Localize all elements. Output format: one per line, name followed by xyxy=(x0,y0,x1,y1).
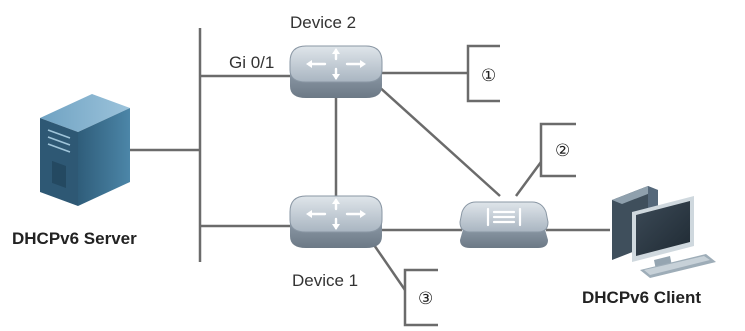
segment-1-bracket xyxy=(466,44,500,103)
segment-1-marker: ① xyxy=(481,66,496,86)
switch-to-segment2-link xyxy=(514,161,543,197)
segment-3-marker: ③ xyxy=(418,289,433,309)
segment-2-bracket xyxy=(539,122,576,178)
device1-label: Device 1 xyxy=(292,271,358,290)
device1-to-segment3-link xyxy=(370,241,407,291)
server-label: DHCPv6 Server xyxy=(12,229,137,248)
client-label: DHCPv6 Client xyxy=(582,288,701,307)
desktop-pc-icon xyxy=(612,186,716,278)
connection-lines xyxy=(130,28,610,291)
router-icon xyxy=(289,195,383,248)
segment-brackets xyxy=(403,44,576,327)
switch-icon xyxy=(459,201,549,248)
device2-to-switch-link xyxy=(375,83,501,197)
port-label: Gi 0/1 xyxy=(229,53,274,72)
server-tower-icon xyxy=(40,94,130,206)
device2-label: Device 2 xyxy=(290,13,356,32)
router-icon xyxy=(289,45,383,98)
segment-2-marker: ② xyxy=(555,141,570,161)
segment-3-bracket xyxy=(403,268,438,327)
